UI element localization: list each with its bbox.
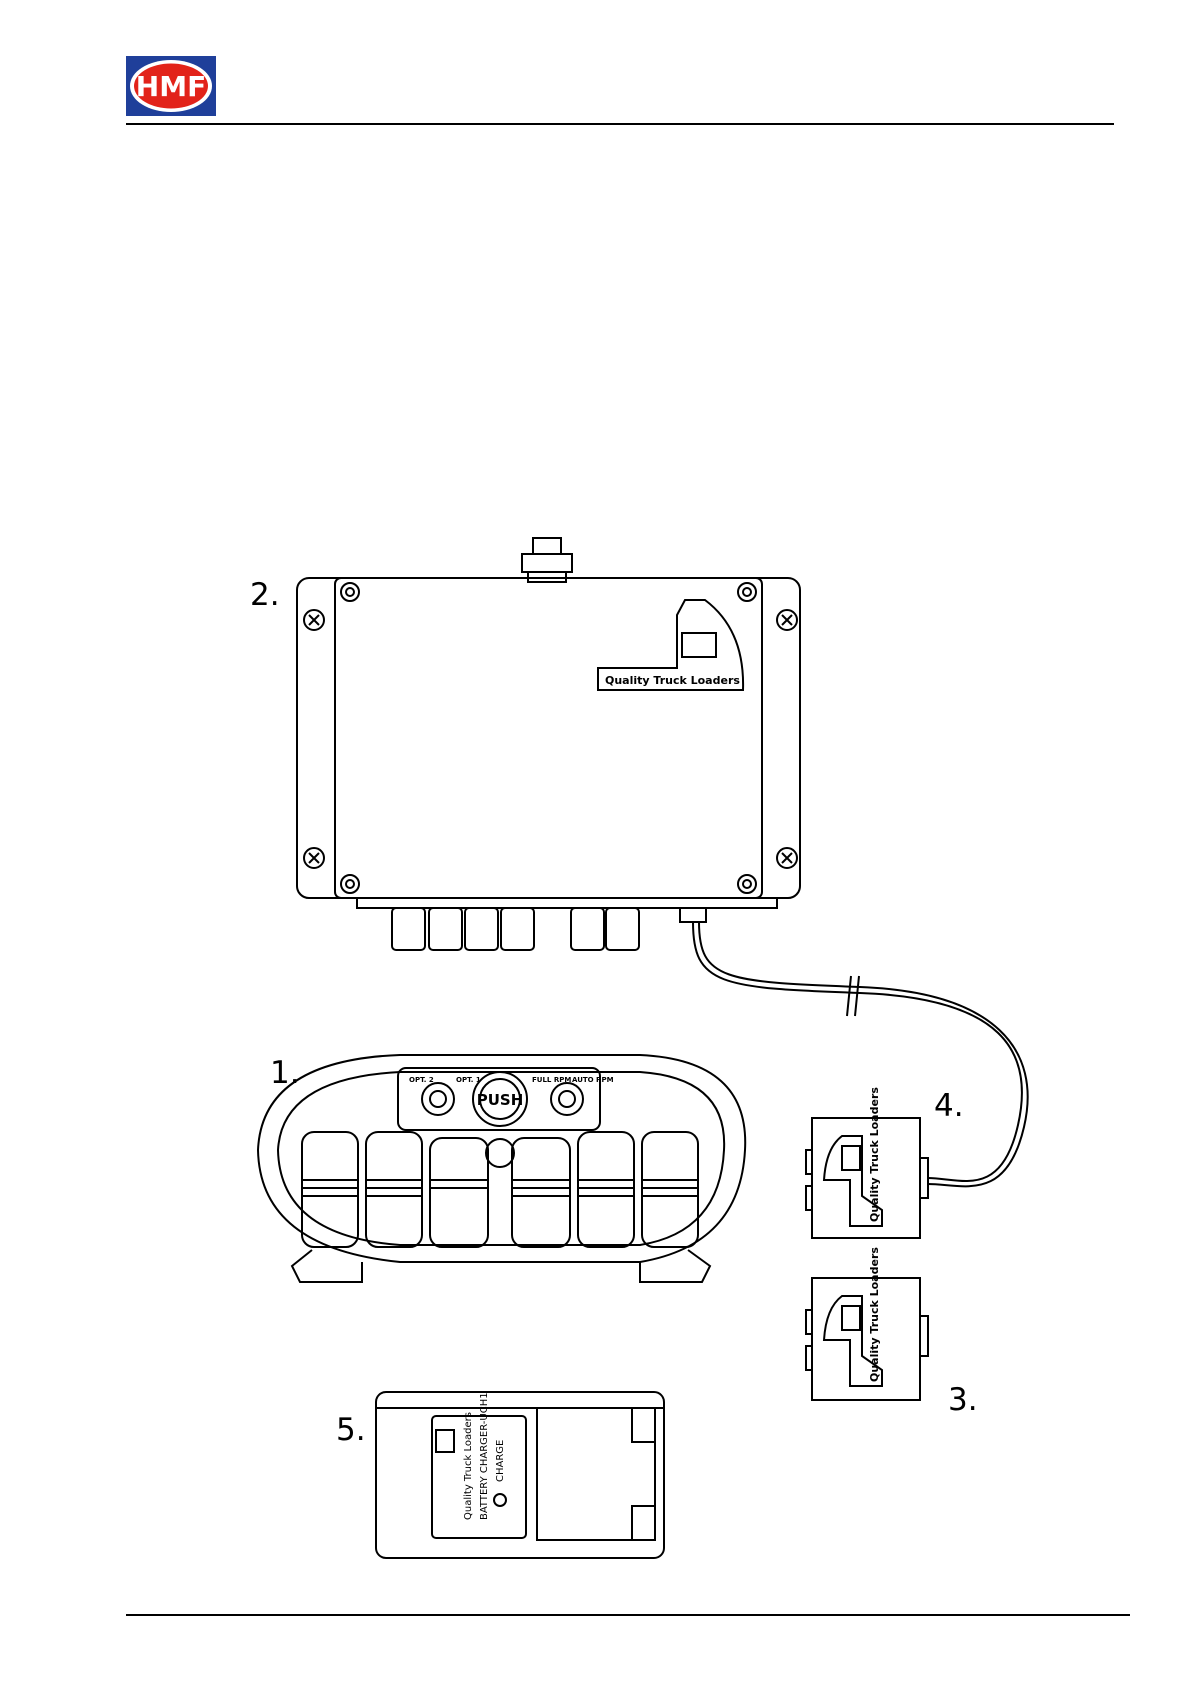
full-rpm-label: FULL RPM [532, 1076, 571, 1084]
cable-break-mark [847, 976, 859, 1016]
cradle4-body [812, 1118, 920, 1238]
receiver-flange [297, 578, 800, 898]
lid-screws [341, 583, 756, 893]
cradle4-emblem [842, 1146, 860, 1170]
cradle4-slogan: Quality Truck Loaders [868, 1087, 881, 1222]
antenna-nut [522, 554, 572, 572]
opt2-knob [422, 1083, 454, 1115]
charger-charge-label: CHARGE [495, 1440, 506, 1482]
cradle3-slogan: Quality Truck Loaders [868, 1247, 881, 1382]
callout-1: 1. [270, 1055, 300, 1091]
charger-slogan: Quality Truck Loaders [463, 1412, 474, 1520]
connection-cable [693, 922, 1022, 1181]
antenna-cap [533, 538, 561, 554]
cradle-unit-3: Quality Truck Loaders [806, 1247, 928, 1400]
remote-foot-left [292, 1250, 362, 1282]
receiver-hmf-emblem [682, 633, 716, 657]
callout-2: 2. [250, 577, 280, 613]
callout-5: 5. [336, 1412, 366, 1448]
charger-model: BATTERY CHARGER-UCH1 [479, 1392, 490, 1520]
remote-indicator-lamp [486, 1139, 514, 1167]
battery-charger: Quality Truck Loaders BATTERY CHARGER-UC… [376, 1392, 664, 1558]
push-label: PUSH [477, 1091, 524, 1109]
cradle-unit-4: Quality Truck Loaders [806, 1087, 928, 1238]
cable-glands [357, 898, 777, 950]
remote-control: PUSH OPT. 2 OPT. 1 FULL RPM AUTO RPM [258, 1055, 745, 1282]
charger-battery-slot [537, 1408, 655, 1540]
callout-3: 3. [948, 1382, 978, 1418]
remote-outer-shell [258, 1055, 745, 1262]
receiver-slogan: Quality Truck Loaders [605, 674, 740, 687]
cradle3-emblem [842, 1306, 860, 1330]
remote-levers [302, 1132, 698, 1247]
callout-4: 4. [934, 1088, 964, 1124]
opt2-label: OPT. 2 [409, 1076, 434, 1084]
charge-indicator-icon [494, 1494, 506, 1506]
opt1-label: OPT. 1 [456, 1076, 481, 1084]
connection-cable-edge [699, 922, 1028, 1186]
remote-foot-right [640, 1250, 710, 1282]
auto-rpm-label: AUTO RPM [572, 1076, 614, 1084]
charger-emblem [436, 1430, 454, 1452]
receiver-lid [335, 578, 762, 898]
receiver-unit: Quality Truck Loaders [297, 538, 800, 950]
auto-rpm-knob [551, 1083, 583, 1115]
footer-rule [126, 1614, 1130, 1616]
flange-screws [304, 610, 797, 868]
